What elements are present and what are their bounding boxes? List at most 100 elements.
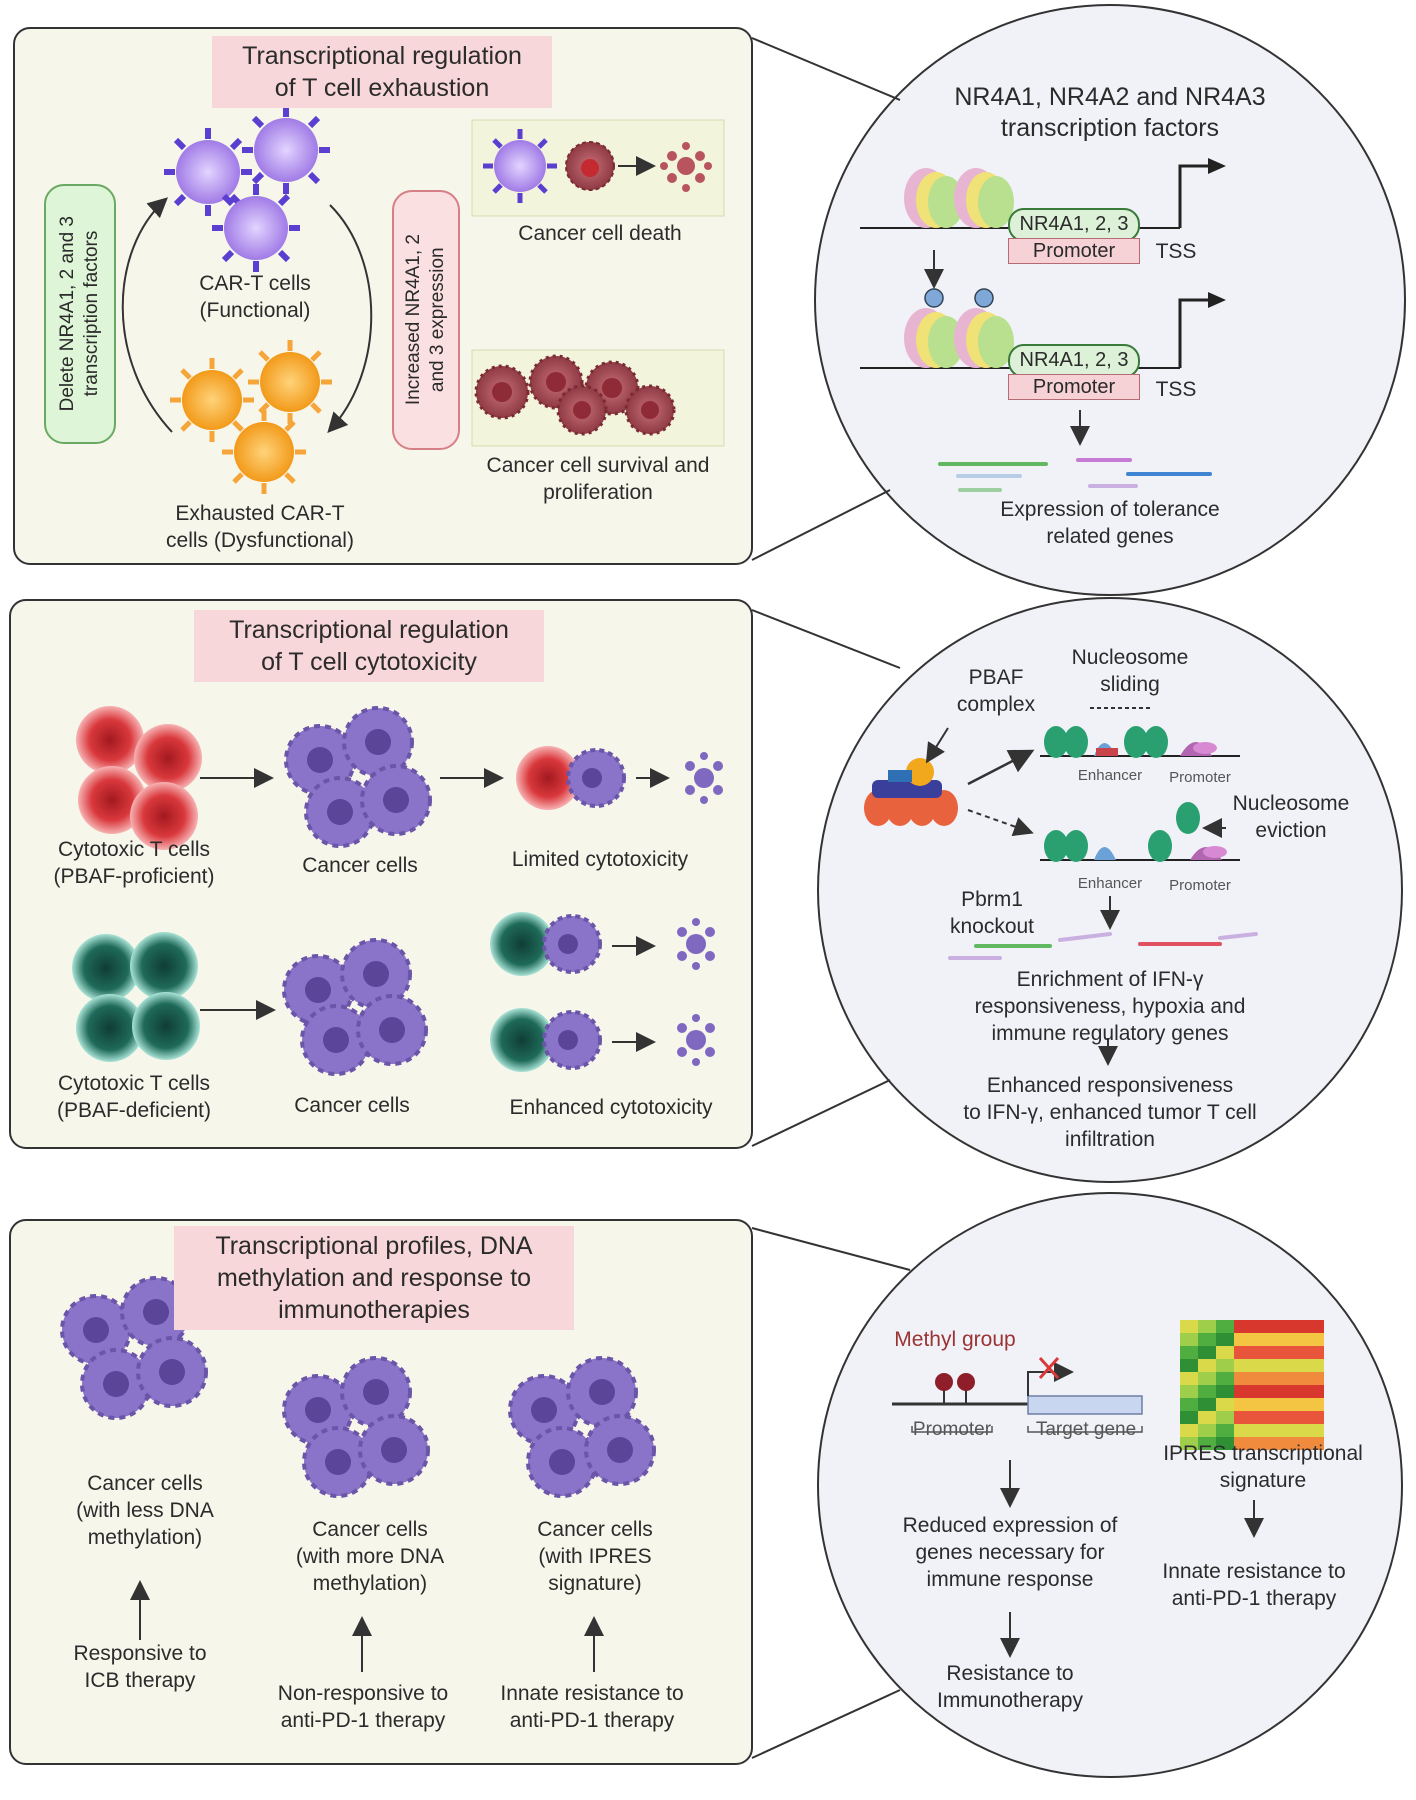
heatmap-cell xyxy=(1252,1398,1270,1411)
heatmap-cell xyxy=(1198,1411,1216,1424)
cancer-survival-label: Cancer cell survival and proliferation xyxy=(486,454,710,504)
heatmap-cell xyxy=(1306,1398,1324,1411)
heatmap-cell xyxy=(1180,1385,1198,1398)
cancer-cells-less-methylation xyxy=(60,1276,208,1420)
heatmap-cell xyxy=(1288,1437,1306,1450)
panel3-title: Transcriptional profiles, DNA methylatio… xyxy=(174,1226,574,1330)
heatmap-cell xyxy=(1216,1372,1234,1385)
delete-nr4a-label: Delete NR4A1, 2 and 3 transcription fact… xyxy=(44,184,116,444)
heatmap-cell xyxy=(1234,1320,1252,1333)
enhanced-killing-pair-2 xyxy=(490,1008,602,1072)
heatmap-cell xyxy=(1198,1437,1216,1450)
resistance-label: Resistance to Immunotherapy xyxy=(937,1662,1083,1712)
tolerance-genes-label: Expression of tolerance related genes xyxy=(1000,498,1220,548)
heatmap-cell xyxy=(1288,1385,1306,1398)
promoter-top: Promoter xyxy=(1008,238,1140,264)
reduced-expression-label: Reduced expression of genes necessary fo… xyxy=(902,1514,1118,1591)
heatmap-cell xyxy=(1288,1372,1306,1385)
ipres-cells-label: Cancer cells (with IPRES signature) xyxy=(537,1518,653,1595)
heatmap-cell xyxy=(1234,1333,1252,1346)
heatmap-cell xyxy=(1216,1385,1234,1398)
tss-bottom: TSS xyxy=(1155,378,1197,401)
panel1-title: Transcriptional regulation of T cell exh… xyxy=(212,36,552,108)
cancer-cells-ipres xyxy=(508,1356,656,1498)
heatmap-cell xyxy=(1234,1398,1252,1411)
enhanced-cytotoxicity-label: Enhanced cytotoxicity xyxy=(509,1096,713,1119)
heatmap-cell xyxy=(1234,1437,1252,1450)
connector-line xyxy=(751,37,901,101)
cancer-cell-death-label: Cancer cell death xyxy=(518,222,682,245)
enriched-transcripts-icon xyxy=(948,932,1258,960)
heatmap-cell xyxy=(1306,1424,1324,1437)
heatmap-cell xyxy=(1180,1333,1198,1346)
cycle-arrow-left xyxy=(121,197,173,433)
heatmap-cell xyxy=(1216,1359,1234,1372)
limited-killing-pair xyxy=(516,746,626,810)
heatmap-cell xyxy=(1288,1411,1306,1424)
connector-line xyxy=(751,1227,911,1271)
heatmap-cell xyxy=(1216,1320,1234,1333)
cycle-arrow-right xyxy=(327,204,373,433)
heatmap-cell xyxy=(1270,1398,1288,1411)
heatmap-cell xyxy=(1270,1359,1288,1372)
heatmap-cell xyxy=(1180,1359,1198,1372)
connector-line xyxy=(751,1689,901,1759)
heatmap-cell xyxy=(1252,1346,1270,1359)
tolerance-transcripts-icon xyxy=(938,458,1212,492)
heatmap-cell xyxy=(1306,1320,1324,1333)
heatmap-cell xyxy=(1180,1437,1198,1450)
heatmap-cell xyxy=(1252,1333,1270,1346)
heatmap-cell xyxy=(1198,1346,1216,1359)
heatmap-cell xyxy=(1288,1333,1306,1346)
proliferating-cancer-cells xyxy=(474,354,676,436)
promoter-bottom: Promoter xyxy=(1008,374,1140,400)
heatmap-cell xyxy=(1198,1372,1216,1385)
heatmap-cell xyxy=(1252,1424,1270,1437)
heatmap-cell xyxy=(1306,1372,1324,1385)
enhancer-top-label: Enhancer xyxy=(1077,767,1143,784)
heatmap-cell xyxy=(1306,1437,1324,1450)
dying-cancer-cell xyxy=(660,142,712,192)
more-methylation-label: Cancer cells (with more DNA methylation) xyxy=(295,1518,445,1595)
heatmap-cell xyxy=(1252,1359,1270,1372)
heatmap-cell xyxy=(1252,1411,1270,1424)
ipres-signature-label: IPRES transcriptional signature xyxy=(1163,1442,1363,1492)
heatmap-cell xyxy=(1270,1333,1288,1346)
heatmap-cell xyxy=(1306,1385,1324,1398)
pbaf-label-arrow xyxy=(925,727,949,764)
heatmap-cell xyxy=(1234,1385,1252,1398)
nr4a-gene-top: NR4A1, 2, 3 xyxy=(1008,208,1140,242)
circle1-title: NR4A1, NR4A2 and NR4A3 transcription fac… xyxy=(954,83,1266,142)
debris-icon-middle xyxy=(677,918,715,970)
promoter-top-label: Promoter xyxy=(1169,769,1231,786)
debris-icon-top xyxy=(685,752,723,804)
heatmap-cell xyxy=(1216,1346,1234,1359)
circle-nr4a xyxy=(814,4,1406,596)
less-methylation-label: Cancer cells (with less DNA methylation) xyxy=(76,1472,214,1549)
tss-top: TSS xyxy=(1155,240,1197,263)
top-chromatin-track xyxy=(1040,726,1240,758)
heatmap-cell xyxy=(1198,1320,1216,1333)
nucleosome-sliding-label: Nucleosome sliding xyxy=(1071,646,1189,696)
pbrm1-knockout-label: Pbrm1 knockout xyxy=(949,888,1035,938)
heatmap-cell xyxy=(1198,1385,1216,1398)
pbaf-complex-icon xyxy=(864,758,958,826)
heatmap-cell xyxy=(1180,1346,1198,1359)
heatmap-cell xyxy=(1180,1411,1198,1424)
heatmap-cell xyxy=(1270,1411,1288,1424)
killing-car-t-cell xyxy=(483,129,557,203)
heatmap-cell xyxy=(1198,1333,1216,1346)
circle-pbaf xyxy=(817,597,1403,1183)
limited-cytotoxicity-label: Limited cytotoxicity xyxy=(511,848,689,871)
heatmap-cell xyxy=(1216,1411,1234,1424)
pbaf-proficient-t-cells xyxy=(76,706,202,850)
heatmap-cell xyxy=(1270,1385,1288,1398)
heatmap-cell xyxy=(1180,1320,1198,1333)
enrichment-label: Enrichment of IFN-γ responsiveness, hypo… xyxy=(974,968,1246,1045)
heatmap-cell xyxy=(1198,1398,1216,1411)
ipres-heatmap xyxy=(1180,1320,1324,1450)
innate-resistance-c3-label: Innate resistance to anti-PD-1 therapy xyxy=(1162,1560,1346,1610)
nr4a-gene-bottom: NR4A1, 2, 3 xyxy=(1008,344,1140,378)
heatmap-cell xyxy=(1270,1320,1288,1333)
